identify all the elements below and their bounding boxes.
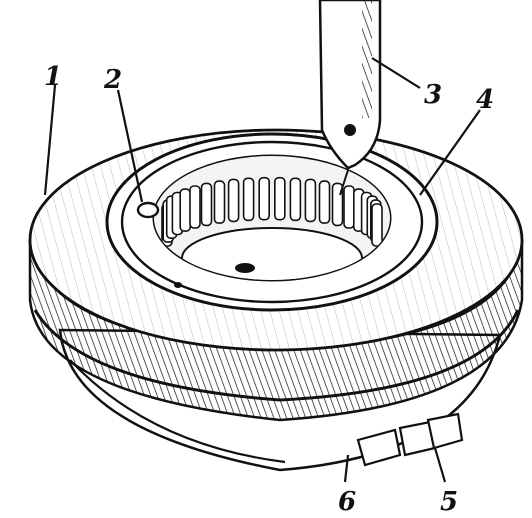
leader-lines [43, 57, 481, 483]
roller [189, 185, 201, 229]
roller [318, 180, 331, 224]
roller [371, 203, 383, 247]
callout-5: 5 [440, 487, 458, 517]
roller [179, 188, 191, 232]
roller [289, 177, 302, 222]
roller [343, 185, 355, 229]
roller [227, 178, 240, 223]
roller [258, 176, 271, 221]
callout-labels: 1 2 3 4 5 6 [44, 62, 494, 517]
roller-cage [154, 156, 390, 280]
rollers [161, 176, 383, 247]
callout-4: 4 [476, 85, 494, 115]
roller [273, 176, 286, 221]
leader-2 [116, 89, 144, 203]
callout-6: 6 [338, 487, 356, 517]
roller [213, 180, 226, 224]
leader-3 [371, 57, 421, 89]
leader-4 [419, 109, 481, 196]
stylus-probe [318, 0, 382, 196]
callout-1: 1 [44, 62, 62, 92]
mounting-hole [136, 201, 182, 288]
callout-2: 2 [103, 65, 122, 95]
leader-6 [343, 454, 350, 483]
roller [304, 178, 317, 223]
callout-3: 3 [424, 80, 442, 110]
roller [200, 182, 213, 227]
leader-5 [433, 447, 447, 483]
leader-1 [43, 84, 57, 196]
roller [242, 177, 255, 222]
